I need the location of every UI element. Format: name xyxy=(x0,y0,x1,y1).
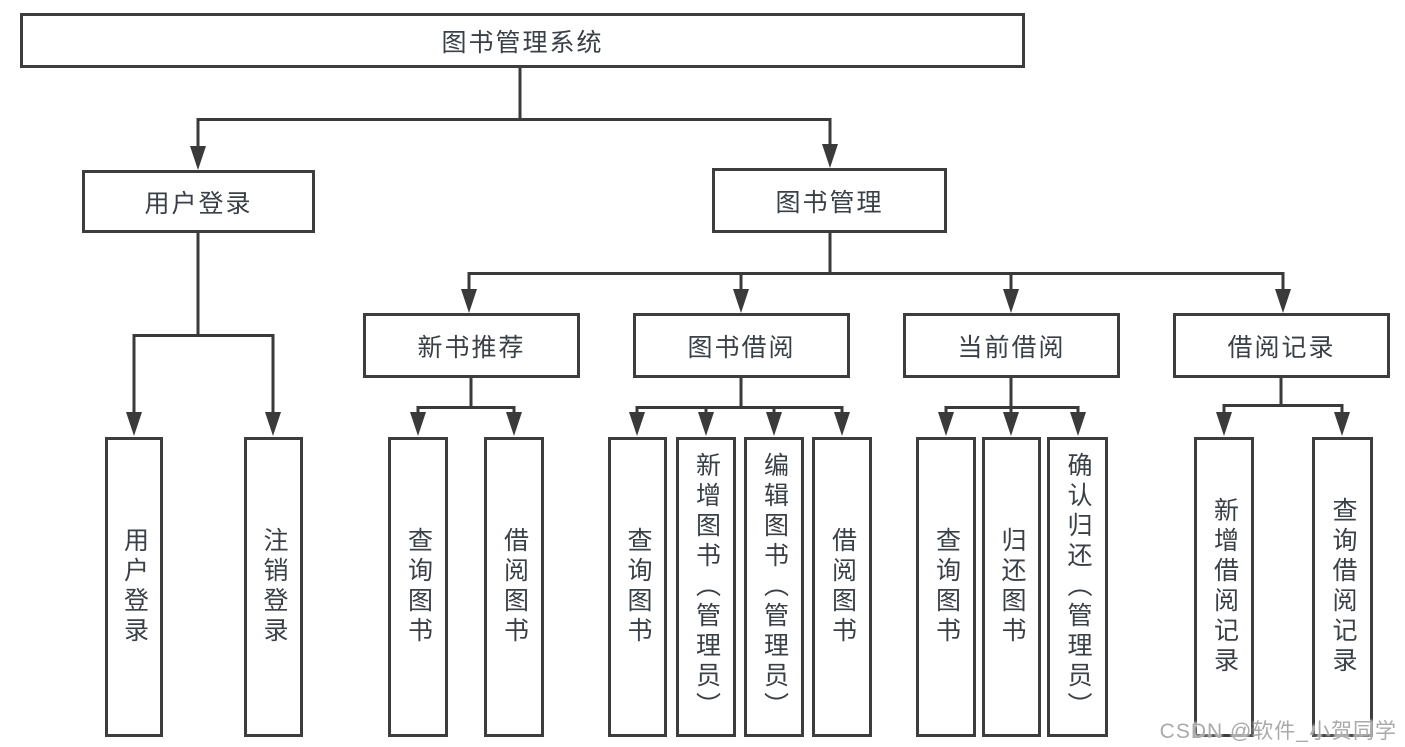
node-leaf-add-book-admin: 新增图书（管理员） xyxy=(676,437,736,737)
node-leaf-user-login-label: 用户登录 xyxy=(120,527,149,647)
node-leaf-query-books-recommend-label: 查询图书 xyxy=(404,527,433,647)
connector-book-borrow-to-leaves xyxy=(629,378,850,436)
node-leaf-query-borrow-record-label: 查询借阅记录 xyxy=(1329,497,1357,677)
node-leaf-confirm-return-admin-label: 确认归还（管理员） xyxy=(1064,452,1092,722)
node-new-book-recommend: 新书推荐 xyxy=(363,313,580,378)
node-leaf-query-borrow-record: 查询借阅记录 xyxy=(1312,437,1373,737)
connector-new-book-recommend-to-leaves xyxy=(410,378,522,436)
node-leaf-add-borrow-record: 新增借阅记录 xyxy=(1194,437,1254,737)
node-leaf-logout: 注销登录 xyxy=(244,437,303,737)
node-leaf-return-book-label: 归还图书 xyxy=(998,527,1026,647)
node-leaf-query-books-borrow: 查询图书 xyxy=(608,437,667,737)
node-user-login: 用户登录 xyxy=(82,170,315,233)
connector-borrow-records-to-leaves xyxy=(1216,378,1350,436)
node-leaf-query-books-current-label: 查询图书 xyxy=(932,527,961,647)
node-leaf-user-login: 用户登录 xyxy=(105,437,163,737)
csdn-watermark: CSDN @软件_小贺同学 xyxy=(1159,720,1397,743)
node-library-management-system: 图书管理系统 xyxy=(20,13,1025,68)
node-leaf-borrow-books-recommend: 借阅图书 xyxy=(484,437,544,737)
node-book-borrow: 图书借阅 xyxy=(633,313,850,378)
node-leaf-edit-book-admin: 编辑图书（管理员） xyxy=(744,437,804,737)
node-book-management: 图书管理 xyxy=(712,168,947,233)
node-leaf-add-borrow-record-label: 新增借阅记录 xyxy=(1210,497,1239,677)
node-borrow-records: 借阅记录 xyxy=(1173,313,1390,378)
node-leaf-query-books-borrow-label: 查询图书 xyxy=(624,527,652,647)
connector-root-to-level2 xyxy=(190,68,838,170)
node-leaf-confirm-return-admin: 确认归还（管理员） xyxy=(1047,437,1108,737)
node-leaf-query-books-recommend: 查询图书 xyxy=(388,437,448,737)
node-leaf-query-books-current: 查询图书 xyxy=(916,437,976,737)
node-leaf-borrow-books-recommend-label: 借阅图书 xyxy=(500,527,529,647)
connector-current-borrow-to-leaves xyxy=(938,378,1086,436)
node-leaf-borrow-books-label: 借阅图书 xyxy=(828,527,857,647)
node-leaf-borrow-books: 借阅图书 xyxy=(812,437,872,737)
connector-user-login-to-leaves xyxy=(126,233,281,436)
node-leaf-return-book: 归还图书 xyxy=(982,437,1041,737)
node-current-borrow: 当前借阅 xyxy=(903,313,1120,378)
connector-book-management-to-level3 xyxy=(461,233,1291,313)
node-leaf-add-book-admin-label: 新增图书（管理员） xyxy=(692,452,721,722)
node-leaf-edit-book-admin-label: 编辑图书（管理员） xyxy=(760,452,789,722)
node-leaf-logout-label: 注销登录 xyxy=(260,527,288,647)
